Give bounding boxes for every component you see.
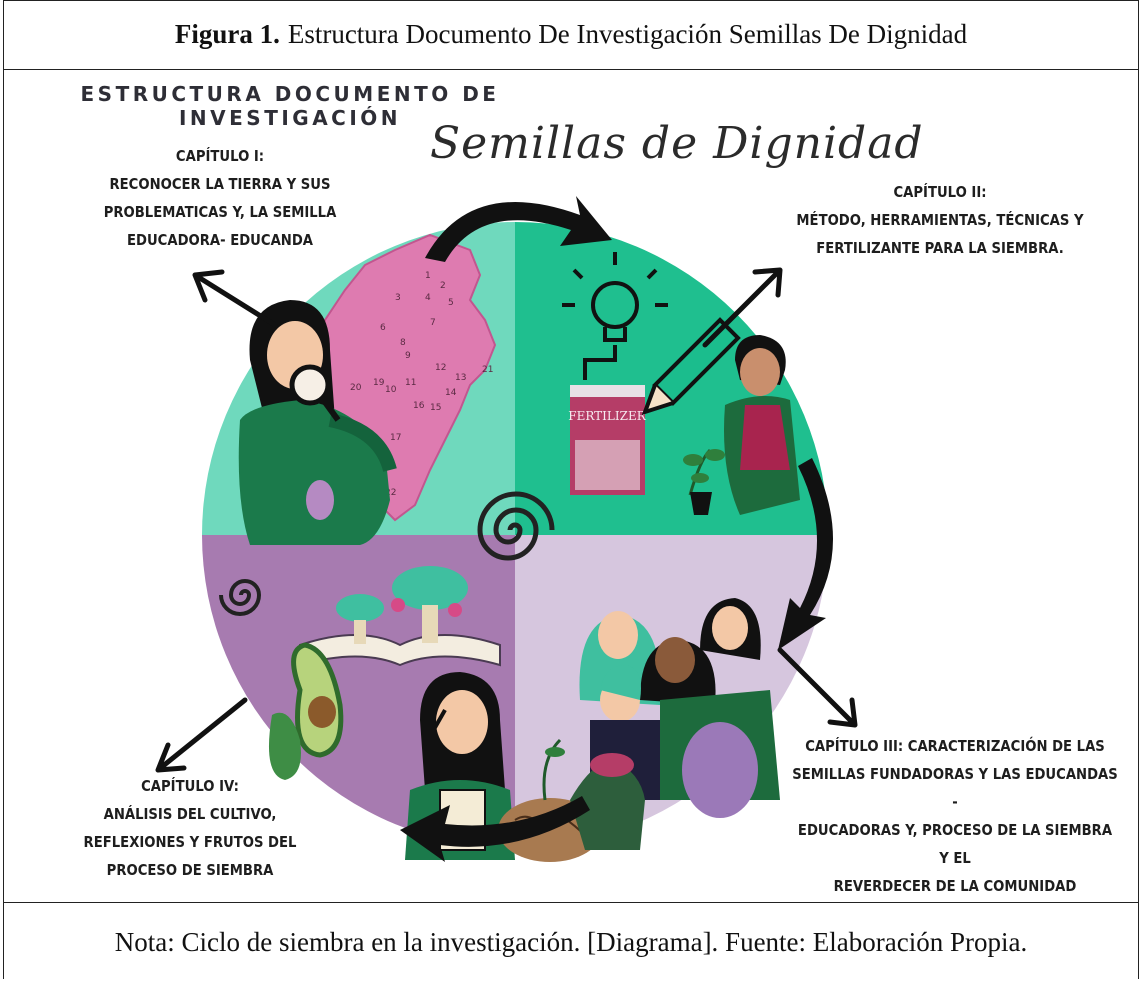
pointer-arrow-ch4 — [155, 697, 248, 773]
figure-note-text: Nota: Ciclo de siembra en la investigaci… — [114, 926, 1028, 957]
svg-text:5: 5 — [448, 298, 454, 308]
figure-note: Nota: Ciclo de siembra en la investigaci… — [3, 902, 1139, 981]
diagram-header-line1: ESTRUCTURA DOCUMENTO DE — [80, 82, 500, 106]
figure-label: Figura 1. — [174, 19, 280, 49]
svg-text:15: 15 — [430, 403, 441, 413]
svg-text:9: 9 — [405, 351, 411, 361]
cycle-arrows — [400, 196, 834, 862]
script-title: Semillas de Dignidad — [430, 118, 924, 169]
chapter-3-line: REVERDECER DE LA COMUNIDAD — [833, 877, 1077, 895]
chapter-4-label: CAPÍTULO IV: ANÁLISIS DEL CULTIVO, REFLE… — [58, 772, 322, 884]
svg-text:12: 12 — [435, 363, 446, 373]
spiral-icon — [477, 491, 555, 561]
lightbulb-icon — [562, 252, 668, 380]
chapter-4-line: REFLEXIONES Y FRUTOS DEL — [83, 833, 297, 851]
magnifier-icon — [289, 364, 331, 406]
chapter-1-title: CAPÍTULO I: — [175, 147, 265, 165]
svg-text:4: 4 — [425, 293, 431, 303]
svg-text:3: 3 — [395, 293, 401, 303]
svg-text:2: 2 — [440, 281, 446, 291]
svg-text:20: 20 — [350, 383, 362, 393]
chapter-3-line: SEMILLAS FUNDADORAS Y LAS EDUCANDAS - — [792, 765, 1118, 811]
avocado-icon — [268, 642, 344, 780]
chapter-2-line: FERTILIZANTE PARA LA SIEMBRA. — [816, 239, 1064, 257]
svg-text:14: 14 — [445, 388, 457, 398]
svg-text:11: 11 — [405, 378, 416, 388]
diagram-header: ESTRUCTURA DOCUMENTO DE INVESTIGACIÓN — [60, 82, 520, 130]
chapter-1-label: CAPÍTULO I: RECONOCER LA TIERRA Y SUS PR… — [79, 142, 361, 254]
pointer-arrow-ch2 — [702, 267, 783, 348]
svg-text:10: 10 — [385, 385, 397, 395]
svg-text:22: 22 — [385, 488, 396, 498]
figure-title: Estructura Documento De Investigación Se… — [287, 19, 968, 49]
pencil-icon — [641, 317, 741, 416]
svg-text:7: 7 — [430, 318, 436, 328]
svg-text:1: 1 — [425, 271, 431, 281]
chapter-2-label: CAPÍTULO II: MÉTODO, HERRAMIENTAS, TÉCNI… — [782, 178, 1099, 262]
plant-icon — [683, 448, 725, 515]
svg-text:8: 8 — [400, 338, 406, 348]
pointer-arrow-ch1 — [192, 269, 278, 328]
svg-text:21: 21 — [482, 365, 493, 375]
fertilizer-bag: FERTILIZER — [568, 385, 647, 495]
chapter-3-line: EDUCADORAS Y, PROCESO DE LA SIEMBRA Y EL — [797, 821, 1113, 867]
diagram-header-line2: INVESTIGACIÓN — [178, 106, 402, 130]
figure-frame — [3, 0, 1139, 979]
chapter-4-title: CAPÍTULO IV: — [141, 777, 239, 795]
arrow-ch3-to-ch4 — [400, 796, 590, 862]
chapter-3-label: CAPÍTULO III: CARACTERIZACIÓN DE LAS SEM… — [792, 732, 1118, 900]
chapter-4-line: ANÁLISIS DEL CULTIVO, — [103, 805, 277, 823]
chapter-3-title: CAPÍTULO III: CARACTERIZACIÓN DE LAS — [805, 737, 1105, 755]
chapter-2-line: MÉTODO, HERRAMIENTAS, TÉCNICAS Y — [796, 211, 1084, 229]
arrow-ch2-to-ch3 — [778, 458, 834, 650]
chapter-2-title: CAPÍTULO II: — [893, 183, 987, 201]
chapter-pointer-arrows — [155, 267, 858, 773]
gardener-illustration — [683, 335, 800, 515]
book-icon — [299, 566, 501, 667]
figure-caption: Figura 1. Estructura Documento De Invest… — [3, 0, 1139, 70]
chapter-1-line: RECONOCER LA TIERRA Y SUS — [109, 175, 331, 193]
chapter-4-line: PROCESO DE SIEMBRA — [106, 861, 274, 879]
svg-text:17: 17 — [390, 433, 401, 443]
arrow-ch1-to-ch2 — [425, 196, 612, 262]
chapter-1-line: PROBLEMATICAS Y, LA SEMILLA — [103, 203, 337, 221]
pointer-arrow-ch3 — [777, 647, 858, 728]
svg-text:16: 16 — [413, 401, 425, 411]
chapter-1-line: EDUCADORA- EDUCANDA — [126, 231, 314, 249]
fertilizer-label: FERTILIZER — [568, 409, 646, 423]
svg-text:19: 19 — [373, 378, 385, 388]
svg-text:6: 6 — [380, 323, 386, 333]
spiral-icon-small — [219, 579, 262, 616]
svg-text:13: 13 — [455, 373, 466, 383]
woman-magnifier-illustration — [238, 300, 397, 545]
women-group-illustration — [579, 598, 780, 818]
